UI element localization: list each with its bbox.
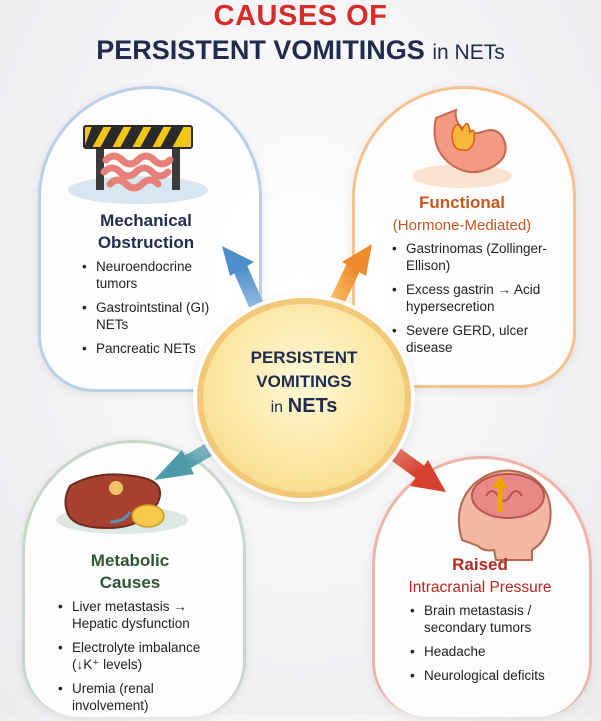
barrier-intestine-icon	[68, 125, 208, 204]
mechanical-title-2: Obstruction	[97, 233, 195, 252]
liver-icon	[56, 473, 188, 534]
center-circle: PERSISTENT VOMITINGS in NETs	[197, 298, 411, 498]
list-item: Electrolyte imbalance (↓K⁺ levels)	[58, 639, 230, 673]
mechanical-heading: Mechanical Obstruction	[60, 210, 232, 254]
list-item: Pancreatic NETs	[82, 340, 232, 357]
list-item: Neuroendocrine tumors	[82, 258, 232, 292]
functional-title: Functional	[419, 193, 505, 212]
functional-heading: Functional (Hormone-Mediated)	[364, 192, 560, 237]
title-main: PERSISTENT VOMITINGS	[96, 35, 425, 65]
brain-pressure-icon	[458, 469, 552, 561]
title-suffix: in NETs	[432, 41, 505, 64]
title-line-1: CAUSES OF	[213, 0, 388, 32]
mechanical-title: Mechanical	[100, 211, 192, 230]
title-line-2: PERSISTENT VOMITINGS in NETs	[0, 32, 601, 71]
center-label: PERSISTENT VOMITINGS in NETs	[203, 346, 405, 420]
list-item: Severe GERD, ulcer disease	[392, 322, 562, 356]
list-item: Gastrointstinal (GI) NETs	[82, 299, 232, 333]
intracranial-heading: Raised Intracranial Pressure	[384, 554, 576, 599]
intracranial-list: Brain metastasis / secondary tumors Head…	[410, 602, 574, 691]
intracranial-subtitle: Intracranial Pressure	[408, 579, 552, 596]
list-item: Neurological deficits	[410, 667, 574, 684]
metabolic-title-2: Causes	[99, 573, 161, 592]
list-item: Uremia (renal involvement)	[58, 680, 230, 714]
list-item: Gastrinomas (Zollinger-Ellison)	[392, 240, 562, 274]
metabolic-title: Metabolic	[90, 551, 170, 570]
intracranial-title: Raised	[452, 555, 508, 574]
list-item: Excess gastrin → Acid hypersecretion	[392, 281, 562, 315]
center-line-1: PERSISTENT	[250, 348, 358, 367]
center-nets: NETs	[287, 395, 338, 417]
list-item: Brain metastasis / secondary tumors	[410, 602, 574, 636]
functional-list: Gastrinomas (Zollinger-Ellison) Excess g…	[392, 240, 562, 363]
metabolic-heading: Metabolic Causes	[40, 550, 220, 594]
burning-stomach-icon	[412, 108, 512, 188]
center-in: in	[270, 399, 284, 416]
mechanical-list: Neuroendocrine tumors Gastrointstinal (G…	[82, 258, 232, 364]
center-line-2: VOMITINGS	[256, 372, 352, 391]
list-item: Headache	[410, 643, 574, 660]
functional-subtitle: (Hormone-Mediated)	[392, 217, 532, 234]
list-item: Liver metastasis → Hepatic dysfunction	[58, 598, 230, 632]
metabolic-list: Liver metastasis → Hepatic dysfunction E…	[58, 598, 230, 721]
